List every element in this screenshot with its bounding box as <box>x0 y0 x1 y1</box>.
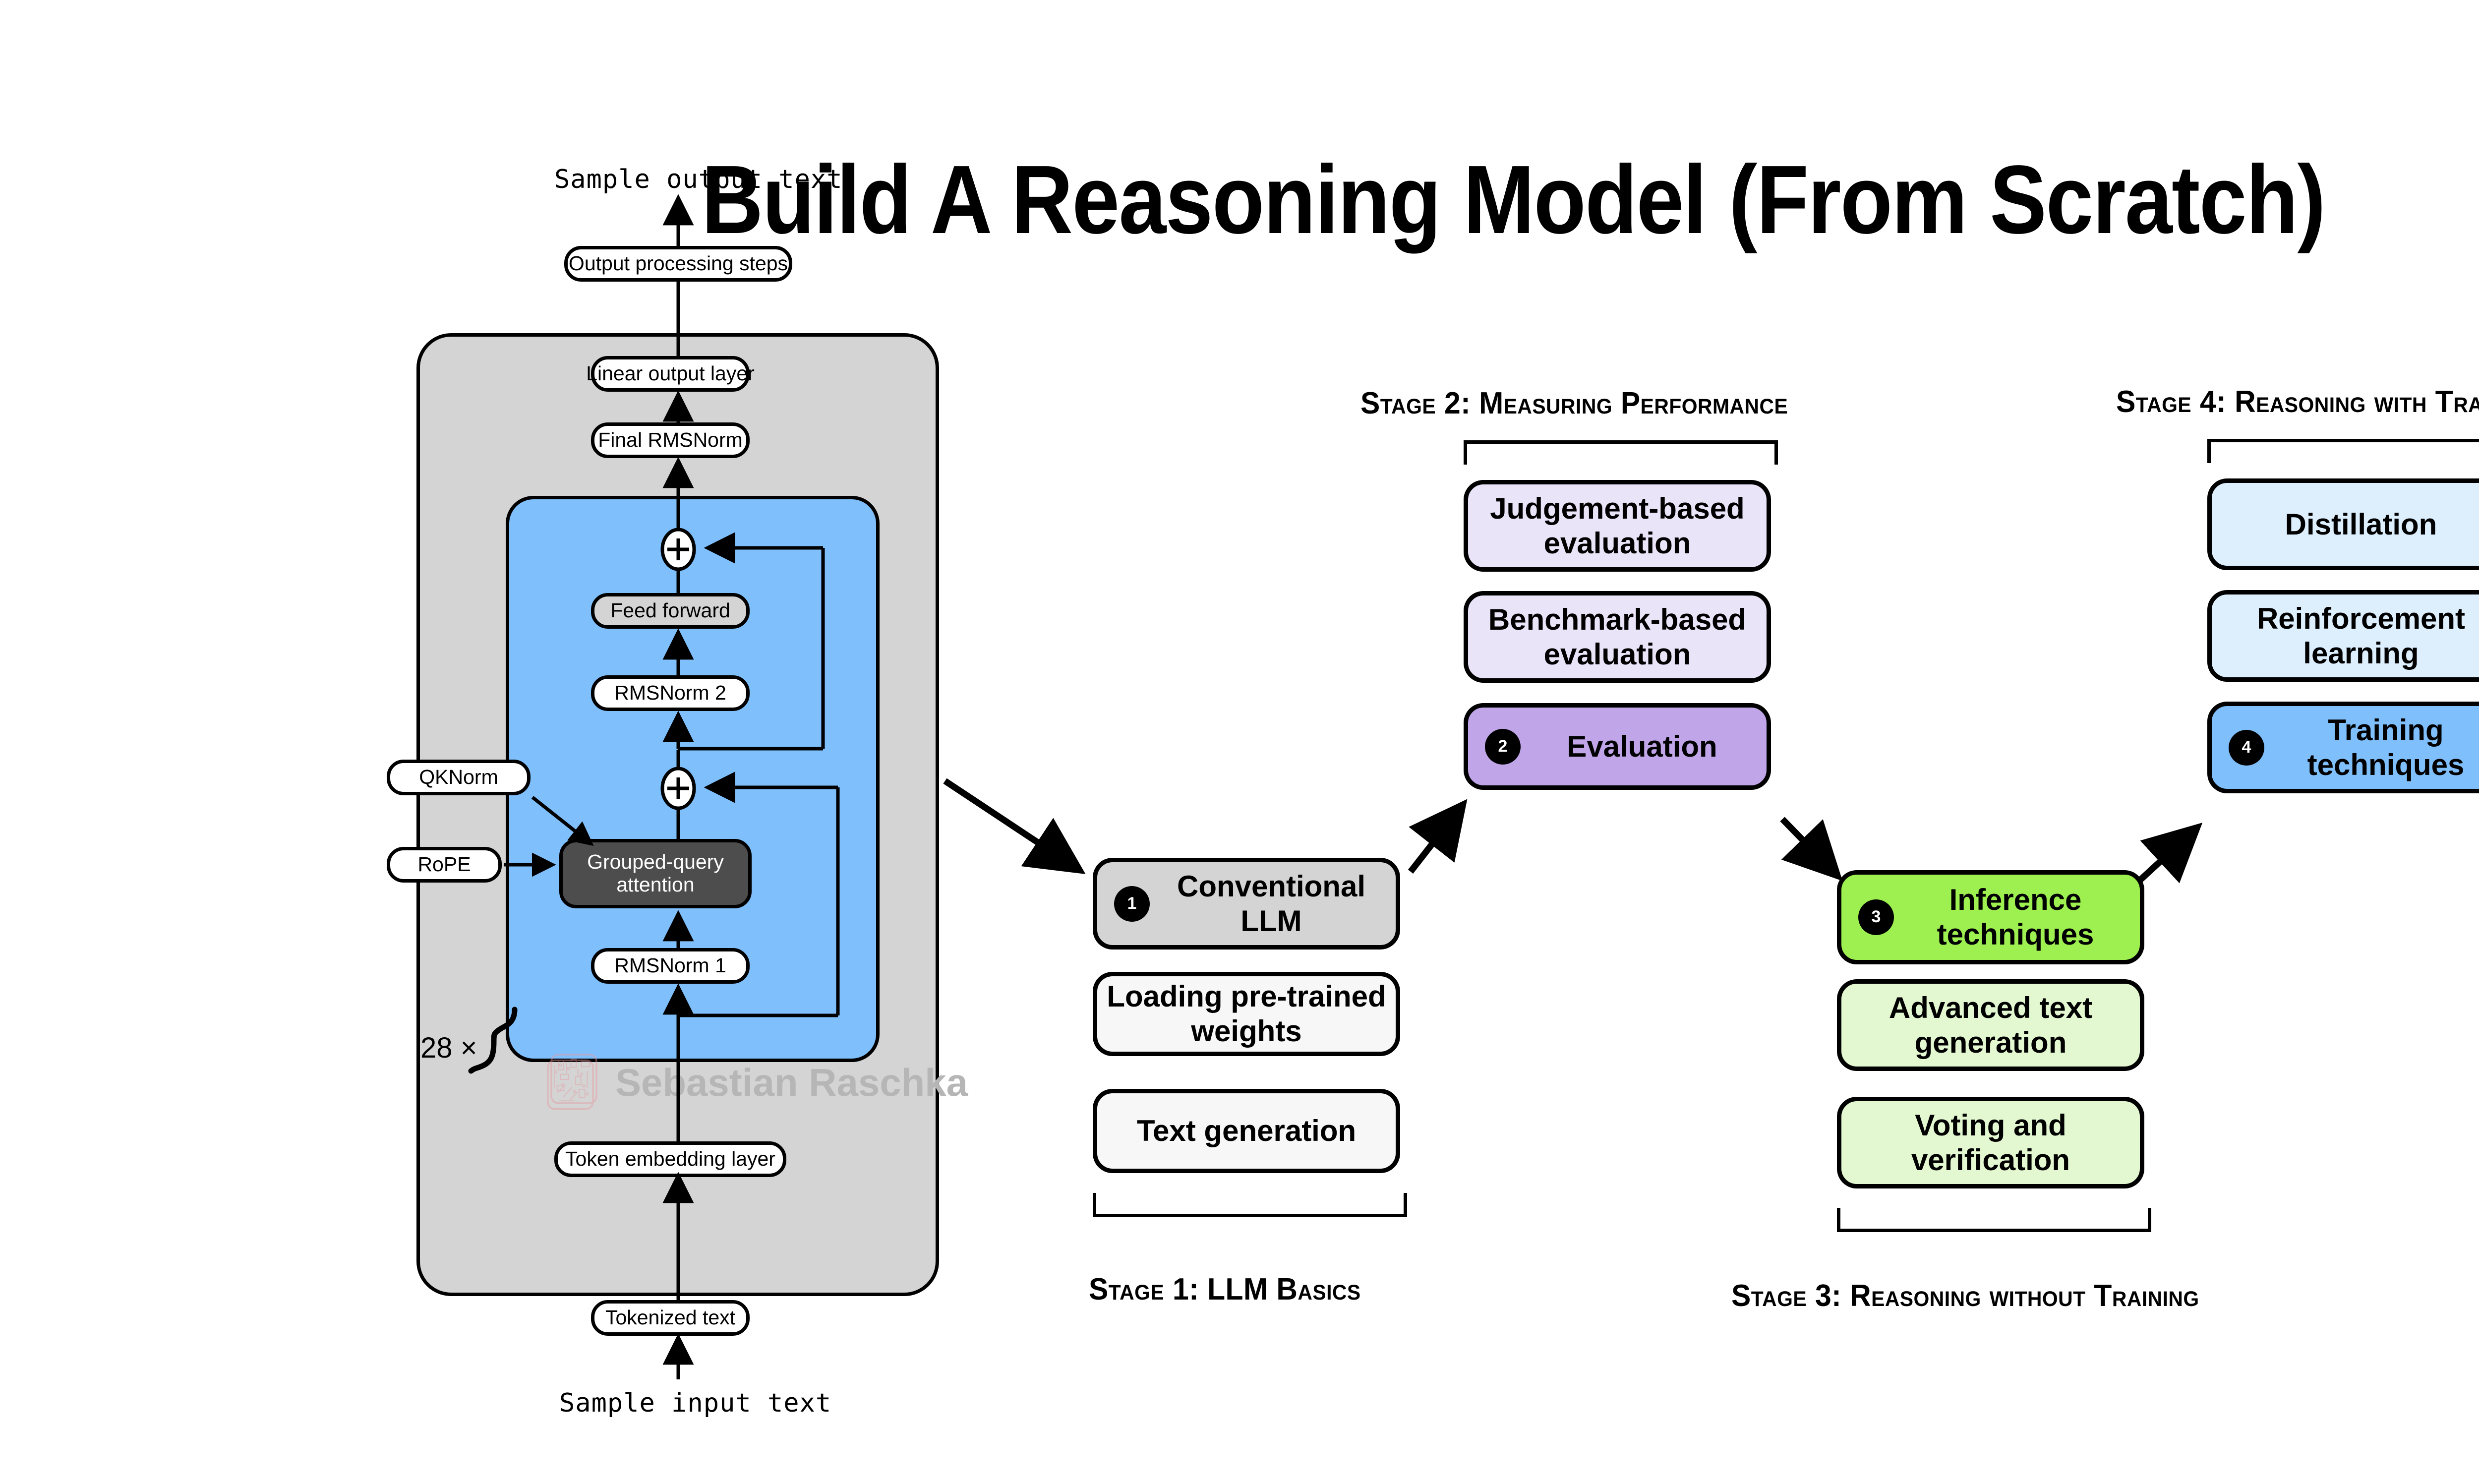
stage-3-item-1-label: Voting and verification <box>1911 1108 2070 1177</box>
node-label: RMSNorm 2 <box>614 681 726 705</box>
stage-1-bracket <box>1093 1193 1407 1217</box>
stage-3-main-card-label: Inference techniques <box>1937 883 2094 951</box>
node-rope: RoPE <box>387 847 502 883</box>
sample-output-text-label: Sample output text <box>554 165 843 194</box>
repeat-count-label: 28 × <box>420 1032 477 1064</box>
stage-1-label: Stage 1: LLM Basics <box>1089 1272 1361 1306</box>
node-tokenized-text: Tokenized text <box>591 1300 750 1336</box>
node-label: Token embedding layer <box>565 1147 775 1171</box>
stage-2-main-card-label: Evaluation <box>1567 729 1717 763</box>
node-final-rmsnorm: Final RMSNorm <box>591 422 750 458</box>
node-feed-forward: Feed forward <box>591 593 750 629</box>
stage-1-main-card[interactable]: 1 Conventional LLM <box>1093 858 1400 950</box>
node-label: Linear output layer <box>586 362 755 385</box>
stage-2-item-1[interactable]: Benchmark-based evaluation <box>1464 591 1771 683</box>
stage-2-main-card[interactable]: 2 Evaluation <box>1464 703 1771 790</box>
stage-3-number-badge: 3 <box>1858 899 1894 935</box>
stage-1-number-badge: 1 <box>1114 886 1150 922</box>
stage-2-bracket <box>1464 440 1778 465</box>
stage-4-item-1-label: Reinforcement learning <box>2256 601 2466 670</box>
stage-4-main-card[interactable]: 4 Training techniques <box>2207 702 2479 793</box>
stage-2-number-badge: 2 <box>1485 728 1521 765</box>
node-label: RMSNorm 1 <box>614 954 726 977</box>
node-label: Output processing steps <box>568 252 788 275</box>
node-label: Feed forward <box>610 599 730 622</box>
stage-2-label: Stage 2: Measuring Performance <box>1360 386 1788 420</box>
node-label: Tokenized text <box>605 1306 736 1329</box>
stage-1-item-0-label: Loading pre-trained weights <box>1107 980 1386 1048</box>
stage-3-main-card[interactable]: 3 Inference techniques <box>1837 870 2144 964</box>
stage-1-item-1[interactable]: Text generation <box>1093 1089 1400 1173</box>
page-title: Build A Reasoning Model (From Scratch) <box>701 145 2326 254</box>
watermark-text: Sebastian Raschka <box>615 1060 968 1104</box>
stage-4-item-1[interactable]: Reinforcement learning <box>2207 590 2479 682</box>
stage-3-item-0-label: Advanced text generation <box>1889 991 2093 1059</box>
node-output-processing-steps: Output processing steps <box>564 246 792 282</box>
node-token-embedding-layer: Token embedding layer <box>554 1141 786 1177</box>
node-rmsnorm-2: RMSNorm 2 <box>591 675 750 711</box>
node-label: QKNorm <box>419 766 498 789</box>
stage-4-label: Stage 4: Reasoning with Training <box>2116 385 2479 419</box>
chip-logo-icon <box>547 1054 597 1110</box>
stage-4-number-badge: 4 <box>2229 729 2264 766</box>
node-linear-output-layer: Linear output layer <box>586 356 755 392</box>
node-rmsnorm-1: RMSNorm 1 <box>591 948 750 984</box>
node-label: RoPE <box>417 853 471 876</box>
stage-2-item-0-label: Judgement-based evaluation <box>1490 491 1745 560</box>
node-label: Final RMSNorm <box>598 428 743 452</box>
stage-1-item-0[interactable]: Loading pre-trained weights <box>1093 972 1400 1056</box>
node-grouped-query-attention: Grouped-query attention <box>559 839 752 908</box>
stage-3-item-0[interactable]: Advanced text generation <box>1837 979 2144 1071</box>
stage-2-item-0[interactable]: Judgement-based evaluation <box>1464 480 1771 572</box>
sample-input-text-label: Sample input text <box>559 1388 832 1418</box>
stage-4-item-0[interactable]: Distillation <box>2207 478 2479 570</box>
stage-2-item-1-label: Benchmark-based evaluation <box>1488 602 1747 671</box>
stage-3-item-1[interactable]: Voting and verification <box>1837 1097 2144 1188</box>
stage-4-bracket <box>2207 439 2479 463</box>
stage-3-label: Stage 3: Reasoning without Training <box>1731 1279 2199 1313</box>
watermark: Sebastian Raschka <box>543 1051 968 1114</box>
node-label: Grouped-query attention <box>587 850 724 896</box>
stage-4-item-0-label: Distillation <box>2285 507 2437 541</box>
node-qknorm: QKNorm <box>387 760 531 795</box>
stage-3-bracket <box>1837 1208 2151 1232</box>
stage-4-main-card-label: Training techniques <box>2307 713 2465 781</box>
stage-1-item-1-label: Text generation <box>1136 1114 1357 1148</box>
stage-1-main-card-label: Conventional LLM <box>1177 869 1365 938</box>
